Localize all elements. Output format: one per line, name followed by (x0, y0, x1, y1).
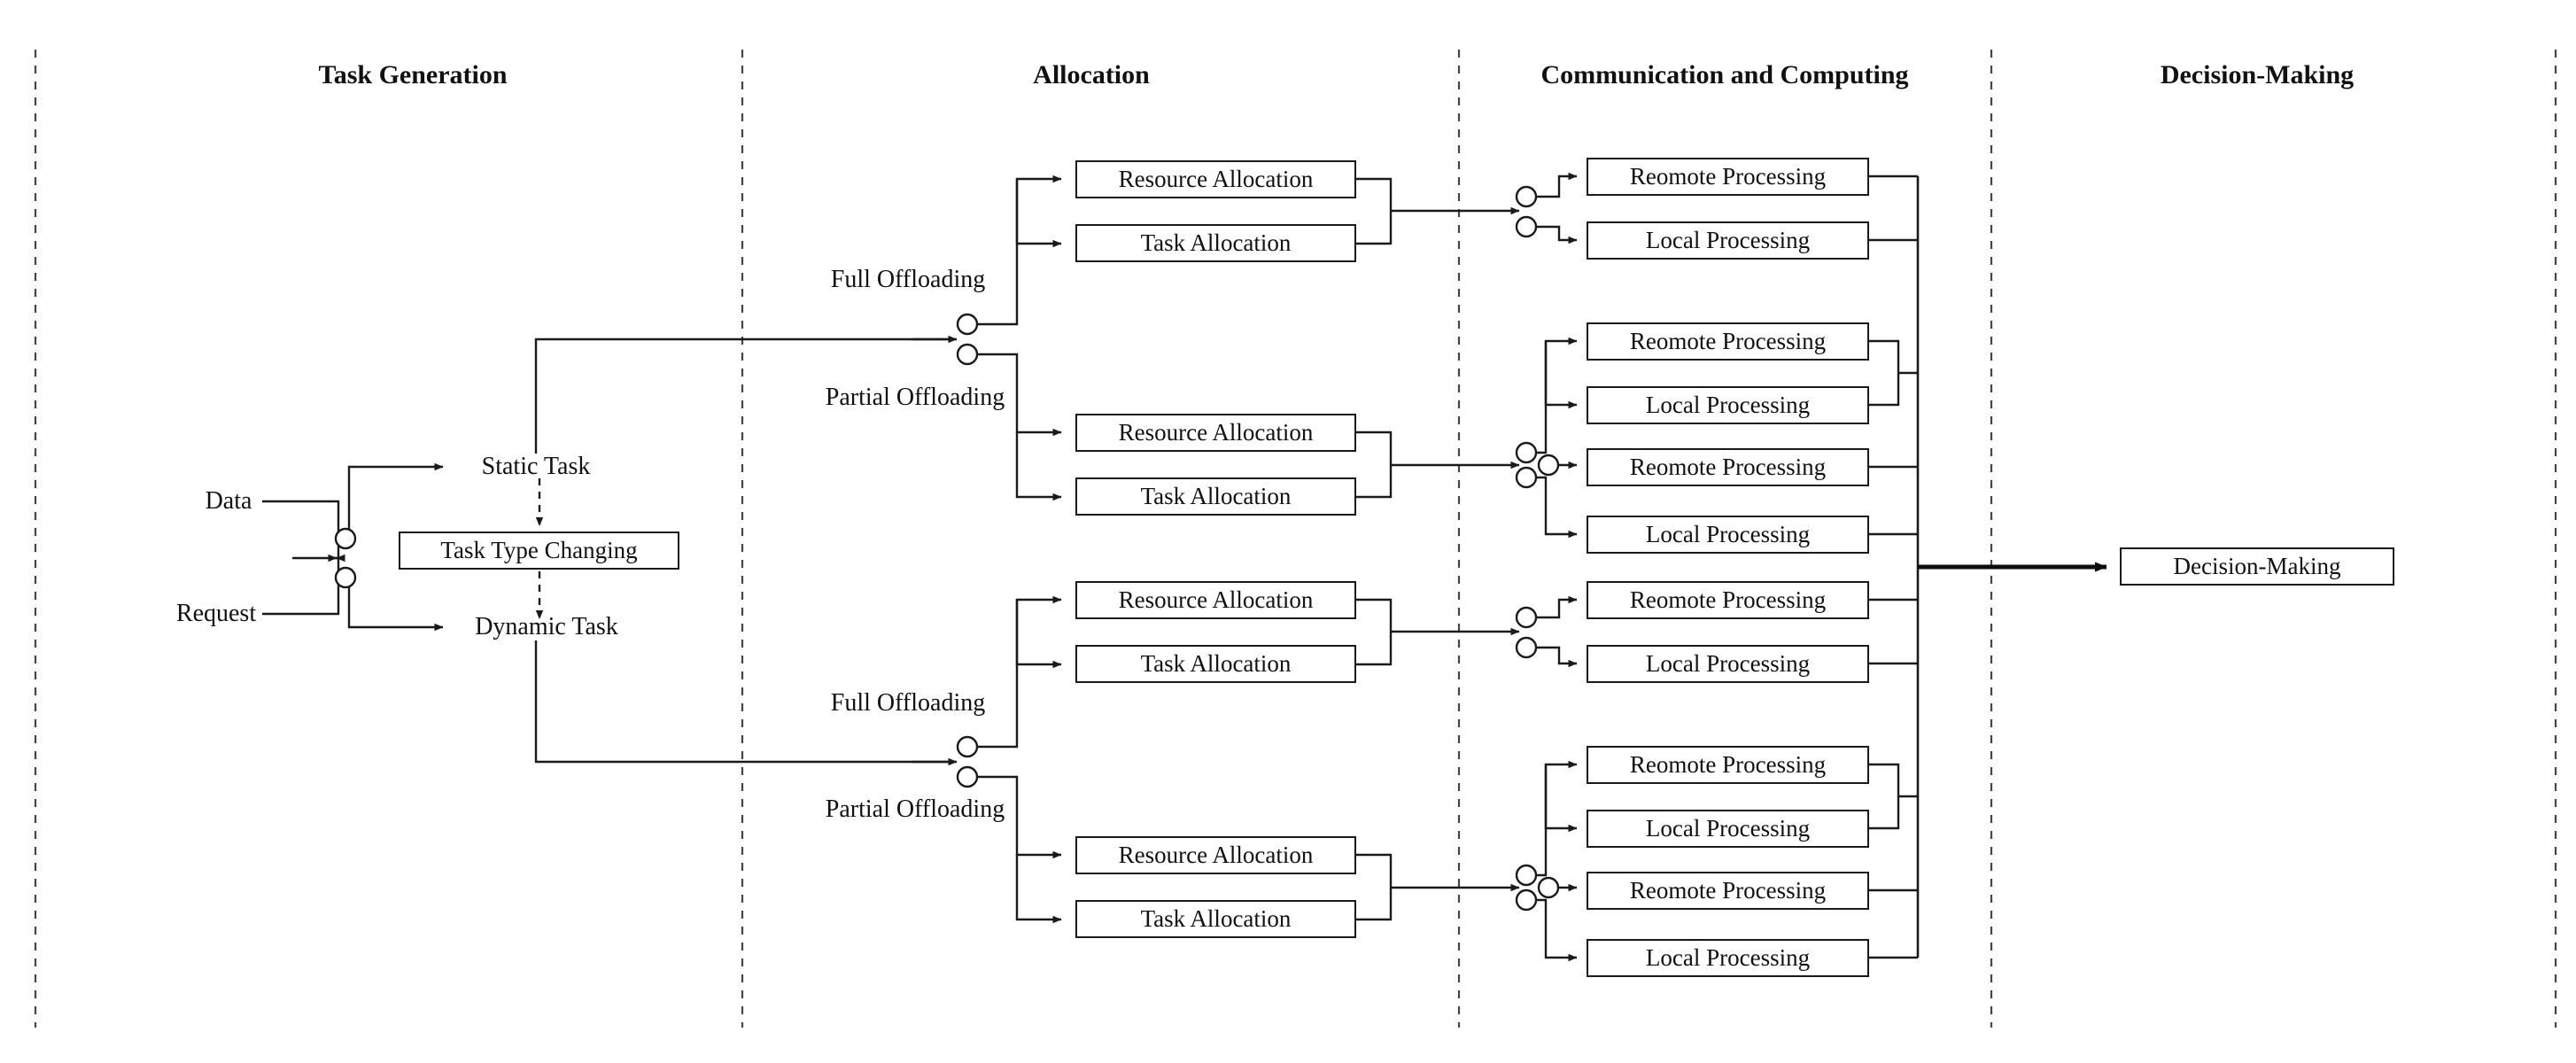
task-type-changing-box: Task Type Changing (399, 532, 679, 570)
data-label: Data (205, 487, 252, 515)
junction-node-group-a (1515, 185, 1538, 238)
processing-box: Reomote Processing (1587, 872, 1869, 910)
processing-box: Reomote Processing (1587, 158, 1869, 196)
allocation-box: Task Allocation (1075, 900, 1356, 938)
processing-box: Local Processing (1587, 939, 1869, 977)
junction-node-group-d (1515, 864, 1560, 912)
processing-box: Local Processing (1587, 516, 1869, 554)
allocation-box: Resource Allocation (1075, 836, 1356, 874)
processing-box: Reomote Processing (1587, 581, 1869, 619)
junction-node-offload-lower (956, 735, 979, 788)
allocation-box: Task Allocation (1075, 224, 1356, 262)
offloading-mode-label: Full Offloading (830, 266, 986, 293)
processing-box: Local Processing (1587, 386, 1869, 424)
allocation-box: Resource Allocation (1075, 160, 1356, 198)
junction-node-group-b (1515, 441, 1560, 489)
lane-header: Allocation (1033, 60, 1150, 89)
processing-box: Reomote Processing (1587, 322, 1869, 361)
static-task-label: Static Task (481, 453, 591, 480)
processing-box: Reomote Processing (1587, 448, 1869, 486)
processing-box: Local Processing (1587, 221, 1869, 260)
allocation-box: Task Allocation (1075, 645, 1356, 683)
lane-header: Decision-Making (2160, 60, 2355, 89)
lane-header: Communication and Computing (1540, 60, 1909, 89)
processing-box: Reomote Processing (1587, 746, 1869, 784)
allocation-box: Task Allocation (1075, 477, 1356, 516)
processing-box: Local Processing (1587, 645, 1869, 683)
offloading-mode-label: Partial Offloading (825, 795, 1005, 823)
processing-box: Local Processing (1587, 810, 1869, 848)
decision-making-box: Decision-Making (2120, 547, 2394, 586)
junction-node-offload-upper (956, 313, 979, 366)
request-label: Request (175, 600, 257, 627)
lane-dividers (34, 50, 2557, 1028)
allocation-box: Resource Allocation (1075, 414, 1356, 452)
junction-node-input (334, 527, 357, 589)
lane-header: Task Generation (318, 60, 508, 89)
flow-connectors-2 (534, 172, 1920, 962)
offloading-mode-label: Partial Offloading (825, 384, 1005, 411)
dynamic-task-label: Dynamic Task (475, 613, 618, 640)
junction-node-group-c (1515, 606, 1538, 659)
allocation-box: Resource Allocation (1075, 581, 1356, 619)
offloading-mode-label: Full Offloading (830, 689, 986, 717)
